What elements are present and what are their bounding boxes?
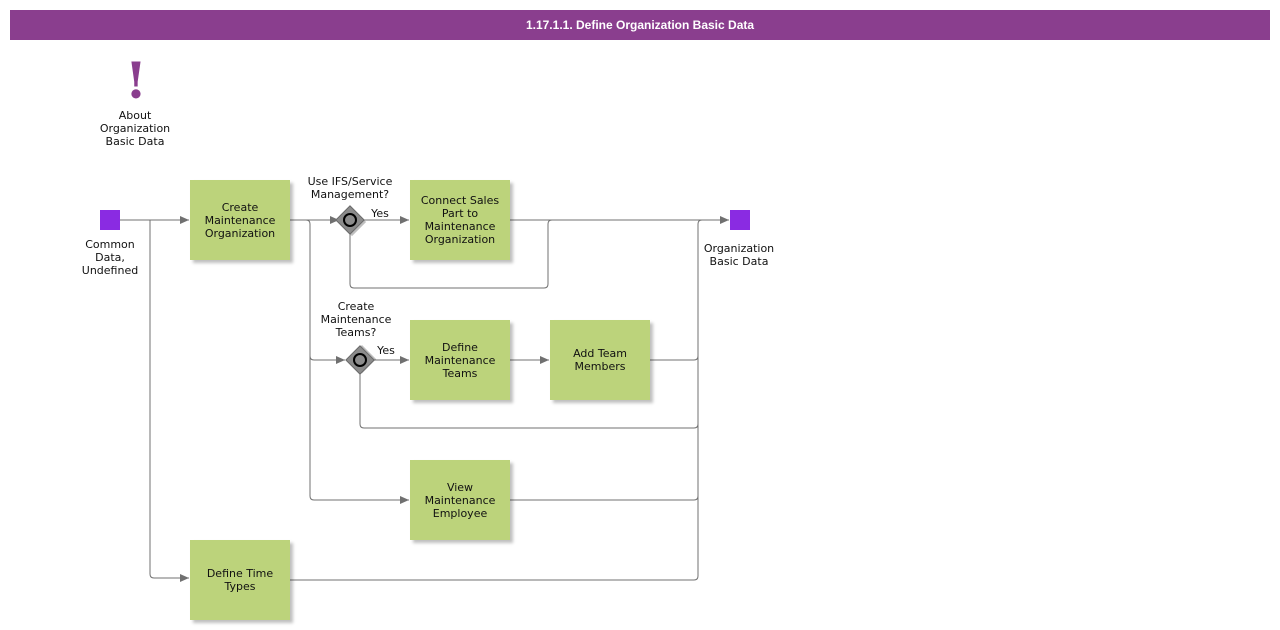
gateway-create-teams[interactable] bbox=[345, 345, 377, 375]
gateway-use-ifs-question: Use IFS/Service Management? bbox=[307, 175, 393, 201]
flow-time-types-to-merge bbox=[290, 575, 699, 581]
flow-gateway1-no bbox=[349, 219, 553, 289]
gateway-use-ifs[interactable] bbox=[335, 205, 367, 237]
start-event-label: Common Data, Undefined bbox=[81, 238, 139, 277]
flow-merge-vertical bbox=[697, 219, 703, 576]
flow-create-org-to-gateway2 bbox=[309, 355, 345, 364]
end-event-label: Organization Basic Data bbox=[703, 242, 775, 268]
exclamation-icon[interactable]: ! bbox=[125, 51, 147, 110]
diagram-title: 1.17.1.1. Define Organization Basic Data bbox=[525, 18, 755, 32]
gateway-use-ifs-yes: Yes bbox=[371, 207, 389, 220]
about-label[interactable]: About Organization Basic Data bbox=[99, 109, 171, 148]
flow-view-employee-to-merge bbox=[510, 495, 699, 501]
diagram-title-bar: 1.17.1.1. Define Organization Basic Data bbox=[10, 10, 1270, 40]
end-event[interactable] bbox=[730, 210, 750, 230]
flow-members-to-merge bbox=[650, 355, 699, 361]
flow-create-org-branch bbox=[305, 219, 409, 504]
flow-start-to-time-types bbox=[149, 220, 189, 582]
start-event[interactable] bbox=[100, 210, 120, 230]
task-define-time-types[interactable]: Define Time Types bbox=[190, 540, 290, 620]
gateway-create-teams-question: Create Maintenance Teams? bbox=[320, 300, 392, 339]
task-add-team-members[interactable]: Add Team Members bbox=[550, 320, 650, 400]
task-create-maintenance-organization[interactable]: Create Maintenance Organization bbox=[190, 180, 290, 260]
gateway-create-teams-yes: Yes bbox=[377, 344, 395, 357]
task-view-maintenance-employee[interactable]: View Maintenance Employee bbox=[410, 460, 510, 540]
task-connect-sales-part[interactable]: Connect Sales Part to Maintenance Organi… bbox=[410, 180, 510, 260]
task-define-maintenance-teams[interactable]: Define Maintenance Teams bbox=[410, 320, 510, 400]
